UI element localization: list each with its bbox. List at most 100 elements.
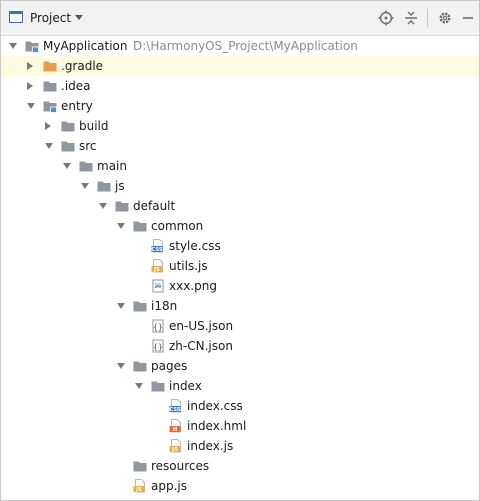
tree-node-label: style.css [169,239,221,253]
expand-arrow-icon[interactable] [117,223,125,229]
tree-node-label: src [79,139,97,153]
locate-target-icon[interactable] [378,10,394,26]
hml-file-icon: H [169,419,181,433]
folder-icon [133,461,147,472]
tree-node[interactable]: JS utils.js [1,256,479,276]
tree-node-label: .idea [61,79,91,93]
tree-node-label: default [133,199,176,213]
svg-text:CSS: CSS [169,407,180,413]
tree-node[interactable]: MyApplication D:\HarmonyOS_Project\MyAppl… [1,36,479,56]
svg-text:{}: {} [153,323,163,332]
folder-icon [133,221,147,232]
tree-node-label: index.js [187,439,234,453]
js-file-icon: JS [133,479,145,493]
tree-node-label: pages [151,359,188,373]
json-file-icon: {} [152,339,164,353]
collapse-arrow-icon[interactable] [27,82,33,90]
svg-text:CSS: CSS [151,247,162,253]
tree-node-label: index.hml [187,419,247,433]
expand-arrow-icon[interactable] [27,103,35,109]
tree-node[interactable]: xxx.png [1,276,479,296]
folder-icon [151,381,165,392]
tree-node[interactable]: {} en-US.json [1,316,479,336]
expand-arrow-icon[interactable] [81,183,89,189]
tree-node-label: index [169,379,202,393]
tree-node[interactable]: {} zh-CN.json [1,336,479,356]
tree-node[interactable]: build [1,116,479,136]
tree-node-label: main [97,159,127,173]
collapse-all-icon[interactable] [403,10,419,26]
folder-icon [115,201,129,212]
expand-arrow-icon[interactable] [45,143,53,149]
expand-arrow-icon[interactable] [63,163,71,169]
tree-node[interactable]: .gradle [1,56,479,76]
module-folder-icon [43,101,57,113]
folder-icon [79,161,93,172]
tree-node[interactable]: src [1,136,479,156]
project-view-title[interactable]: Project [30,11,72,25]
tree-node[interactable]: default [1,196,479,216]
orange-folder-icon [43,61,57,72]
json-file-icon: {} [152,319,164,333]
css-file-icon: CSS [169,399,181,413]
tree-node-label: resources [151,459,210,473]
tree-node[interactable]: resources [1,456,479,476]
expand-arrow-icon[interactable] [9,43,17,49]
gear-icon[interactable] [437,10,453,26]
tree-node[interactable]: index [1,376,479,396]
folder-icon [61,121,75,132]
js-file-icon: JS [169,439,181,453]
tree-node-label: en-US.json [169,319,234,333]
tree-node[interactable]: pages [1,356,479,376]
image-file-icon [152,279,164,293]
folder-icon [61,141,75,152]
tree-node[interactable]: entry [1,96,479,116]
project-window-icon [9,11,23,23]
svg-text:JS: JS [135,487,142,493]
collapse-arrow-icon[interactable] [27,62,33,70]
svg-text:{}: {} [153,343,163,352]
tree-node[interactable]: CSS style.css [1,236,479,256]
svg-text:JS: JS [171,447,178,453]
folder-icon [133,301,147,312]
tree-node-label: zh-CN.json [169,339,233,353]
tree-node-label: utils.js [169,259,208,273]
tree-node-label: .gradle [61,59,104,73]
tree-node-label: MyApplication [43,39,128,53]
project-tree: MyApplication D:\HarmonyOS_Project\MyAppl… [1,36,479,496]
folder-icon [97,181,111,192]
tree-node[interactable]: JS index.js [1,436,479,456]
tree-node[interactable]: .idea [1,76,479,96]
toolbar-divider [427,9,428,27]
tree-node-label: entry [61,99,93,113]
minimize-icon[interactable] [460,10,476,26]
svg-text:JS: JS [153,267,160,273]
expand-arrow-icon[interactable] [117,363,125,369]
js-file-icon: JS [151,259,163,273]
expand-arrow-icon[interactable] [99,203,107,209]
expand-arrow-icon[interactable] [117,303,125,309]
project-path-label: D:\HarmonyOS_Project\MyApplication [133,39,358,53]
tree-node-label: js [115,179,125,193]
tree-node[interactable]: CSS index.css [1,396,479,416]
tree-node-label: build [79,119,109,133]
tree-node-label: common [151,219,204,233]
collapse-arrow-icon[interactable] [45,122,51,130]
tree-node[interactable]: i18n [1,296,479,316]
folder-icon [43,81,57,92]
tree-node-label: i18n [151,299,178,313]
css-file-icon: CSS [151,239,163,253]
svg-text:H: H [173,427,177,433]
folder-icon [133,361,147,372]
tree-node-label: index.css [187,399,243,413]
view-dropdown-chevron-icon[interactable] [75,15,83,20]
tree-node[interactable]: common [1,216,479,236]
tree-node-label: xxx.png [169,279,217,293]
module-folder-icon [25,41,39,53]
tree-node[interactable]: js [1,176,479,196]
tree-node[interactable]: main [1,156,479,176]
expand-arrow-icon[interactable] [135,383,143,389]
